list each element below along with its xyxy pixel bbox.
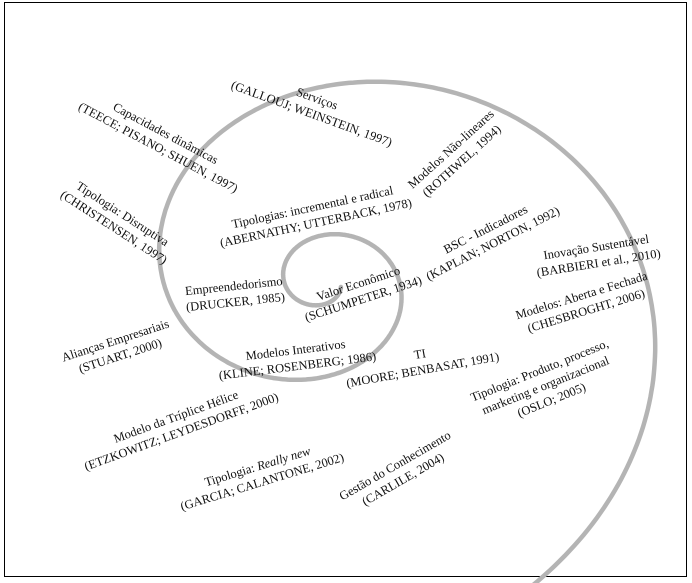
spiral-curve bbox=[156, 79, 658, 583]
label-conhecimento: Gestão do Conhecimento (CARLILE, 2004) bbox=[337, 428, 453, 509]
label-really-new: Tipologia: Really new (GARCIA; CALANTONE… bbox=[179, 444, 346, 514]
label-capacidades-ref: (TEECE; PISANO; SHUEN, 1997) bbox=[76, 99, 240, 195]
label-aberta: Modelos: Aberta e Fechada (CHESBROGHT, 2… bbox=[514, 269, 650, 336]
label-ti-title: TI bbox=[413, 346, 427, 362]
label-empreendedorismo: Empreendedorismo (DRUCKER, 1985) bbox=[184, 274, 285, 314]
diagram-frame bbox=[4, 2, 687, 577]
label-aliancas: Alianças Empresariais (STUART, 2000) bbox=[60, 317, 171, 376]
label-valor: Valor Econômico (SCHUMPETER, 1934) bbox=[303, 263, 424, 324]
label-nao-lineares: Modelos Não-lineares (ROTHWEL, 1994) bbox=[405, 107, 504, 200]
label-servicos: Serviços (GALLOUJ; WEINSTEIN, 1997) bbox=[229, 78, 394, 149]
label-tripla-helice: Modelo da Tríplice Hélice (ETZKOWITZ; LE… bbox=[82, 387, 280, 473]
label-capacidades: Capacidades dinâmicas (TEECE; PISANO; SH… bbox=[76, 99, 240, 195]
